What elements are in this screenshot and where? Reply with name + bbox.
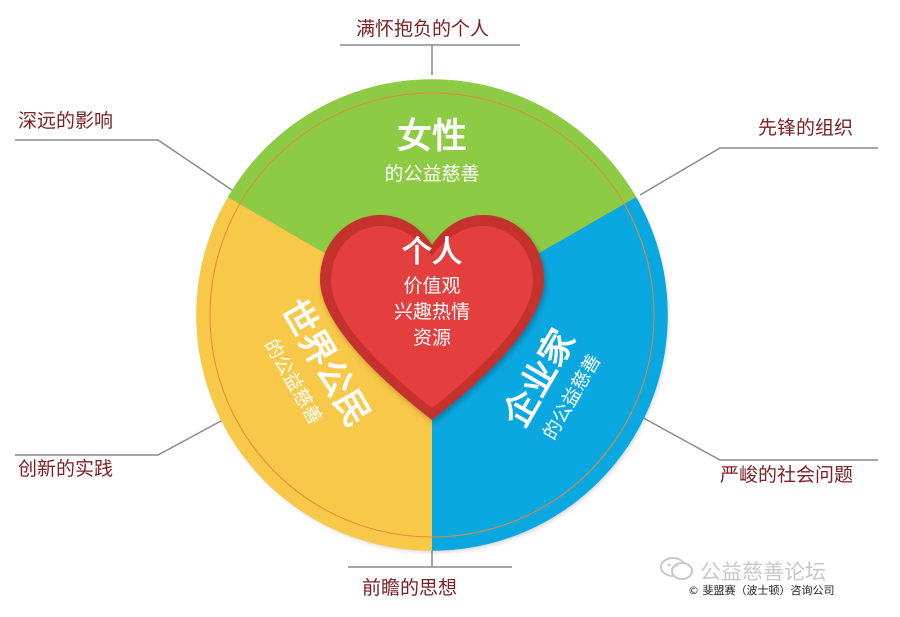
label-top: 满怀抱负的个人: [356, 18, 490, 40]
women-title: 女性: [397, 116, 467, 157]
label-bottom-right: 严峻的社会问题: [720, 464, 854, 486]
connector-bottom-left: [15, 414, 233, 456]
women-subtitle: 的公益慈善: [384, 163, 479, 185]
footer: 公益慈善论坛 © 斐盟赛（波士顿）咨询公司: [660, 556, 894, 608]
label-top-right: 先锋的组织: [758, 117, 854, 139]
connector-bottom-right: [637, 414, 878, 461]
center-line-3: 资源: [413, 327, 451, 349]
label-bottom-left: 创新的实践: [18, 458, 114, 480]
center-line-2: 兴趣热情: [394, 301, 470, 323]
copyright-text: © 斐盟赛（波士顿）咨询公司: [688, 584, 835, 597]
connector-bottom: [348, 548, 512, 568]
sector-women: [227, 79, 637, 315]
wechat-account-name: 公益慈善论坛: [700, 560, 826, 584]
label-top-left: 深远的影响: [18, 110, 114, 132]
center-title: 个人: [402, 235, 462, 270]
center-line-1: 价值观: [403, 275, 460, 297]
connector-lines: [15, 44, 878, 568]
connector-top: [340, 44, 520, 75]
connector-top-left: [15, 139, 233, 191]
inner-ring-line: [209, 92, 655, 538]
label-bottom: 前瞻的思想: [362, 577, 458, 599]
wechat-icon: [660, 557, 693, 580]
heart: [331, 226, 533, 408]
connector-top-right: [639, 147, 878, 196]
